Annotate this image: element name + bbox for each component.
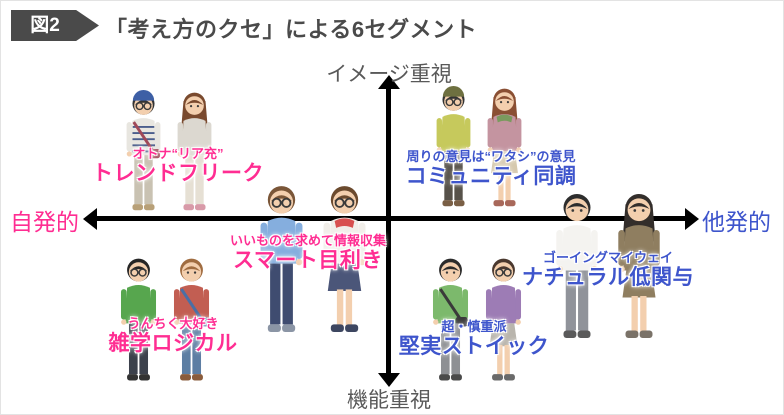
person-illustration [618, 194, 660, 338]
person-illustration [177, 92, 212, 211]
segment-name: コミュニティ同調 [405, 164, 577, 188]
person-illustration [260, 186, 303, 332]
segment-name: トレンドフリーク [92, 161, 264, 185]
segment-name: 雑学ロジカル [108, 331, 238, 355]
person-illustration [487, 88, 522, 207]
segment-name: 堅実ストイック [398, 334, 550, 358]
segment-tagline: 超・慎重派 [441, 319, 507, 334]
segment-label-stoic: 超・慎重派堅実ストイック [359, 319, 589, 359]
figure-title: 「考え方のクセ」による6セグメント [105, 17, 478, 42]
axis-arrow-up-icon [378, 75, 400, 89]
segment-tagline: ゴーイングマイウェイ [542, 250, 673, 265]
segment-figures-community [429, 81, 529, 209]
person-illustration [485, 258, 522, 381]
segment-label-logical: うんちく大好き雑学ロジカル [58, 316, 288, 356]
axis-arrow-left-icon [83, 207, 97, 230]
axis-label-self-driven: 自発的 [10, 209, 79, 235]
segment-tagline: 周りの意見は“ワタシ”の意見 [406, 149, 576, 164]
segment-tagline: いいものを求めて情報収集 [229, 233, 386, 248]
segment-figures-smart [251, 177, 375, 335]
axis-label-image-focus: イメージ重視 [326, 63, 452, 86]
segment-name: ナチュラル低関与 [522, 265, 694, 289]
segment-tagline: うんちく大好き [127, 316, 219, 331]
axis-arrow-down-icon [378, 373, 400, 387]
person-illustration [323, 186, 366, 332]
axis-label-function-focus: 機能重視 [347, 389, 431, 412]
person-illustration [120, 258, 157, 381]
person-illustration [556, 194, 598, 338]
axis-arrow-right-icon [685, 207, 699, 230]
vertical-axis-line [386, 87, 391, 375]
person-illustration [126, 89, 161, 211]
segment-figures-stoic [425, 251, 529, 383]
axis-label-other-driven: 他発的 [702, 209, 771, 235]
segment-figures-logical [113, 251, 217, 383]
person-illustration [173, 258, 210, 381]
person-illustration [436, 85, 471, 207]
figure-number-badge: 図2 [11, 10, 99, 41]
segment-label-trend-freak: オトナ“リア充”トレンドフリーク [63, 146, 293, 186]
segment-tagline: オトナ“リア充” [132, 146, 224, 161]
segment-figures-natural [547, 185, 669, 341]
person-illustration [432, 258, 469, 381]
segment-label-community: 周りの意見は“ワタシ”の意見コミュニティ同調 [376, 149, 606, 189]
segment-label-smart: いいものを求めて情報収集スマート目利き [193, 233, 423, 273]
segment-label-natural: ゴーイングマイウェイナチュラル低関与 [493, 250, 723, 290]
segment-figures-trend-freak [119, 85, 219, 213]
horizontal-axis-line [96, 216, 686, 221]
segment-name: スマート目利き [233, 248, 383, 272]
